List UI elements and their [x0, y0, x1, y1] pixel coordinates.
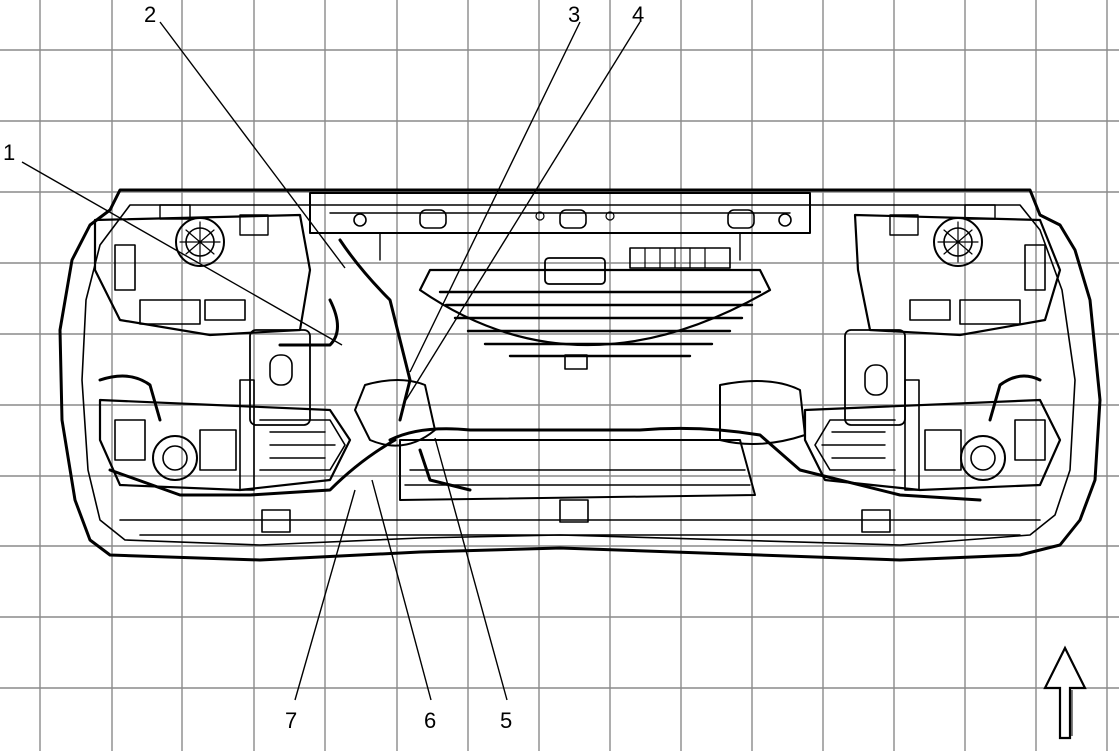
callout-4: 4 — [632, 2, 644, 27]
callout-3: 3 — [568, 2, 580, 27]
callout-5: 5 — [500, 708, 512, 733]
leader-4 — [405, 21, 641, 401]
callout-6: 6 — [424, 708, 436, 733]
leader-5 — [434, 437, 508, 701]
right-fog-lamp — [803, 379, 1062, 492]
leader-6 — [371, 479, 432, 701]
callout-7: 7 — [285, 708, 297, 733]
left-headlamp — [93, 204, 312, 337]
leader-2 — [159, 21, 346, 269]
lower-grille — [399, 439, 756, 501]
callout-leaders — [21, 21, 641, 701]
upper-tie-bar — [309, 192, 811, 234]
fascia-outline — [58, 188, 1102, 562]
callout-2: 2 — [144, 2, 156, 27]
leader-3 — [409, 21, 581, 373]
callout-1: 1 — [3, 140, 15, 165]
left-fog-lamp — [98, 379, 352, 492]
leader-7 — [294, 489, 356, 701]
bumper-assembly — [58, 188, 1102, 562]
right-headlamp — [853, 204, 1062, 337]
leader-1 — [21, 161, 343, 346]
up-arrow-icon — [1043, 645, 1087, 740]
wiring-harness — [98, 238, 1042, 502]
